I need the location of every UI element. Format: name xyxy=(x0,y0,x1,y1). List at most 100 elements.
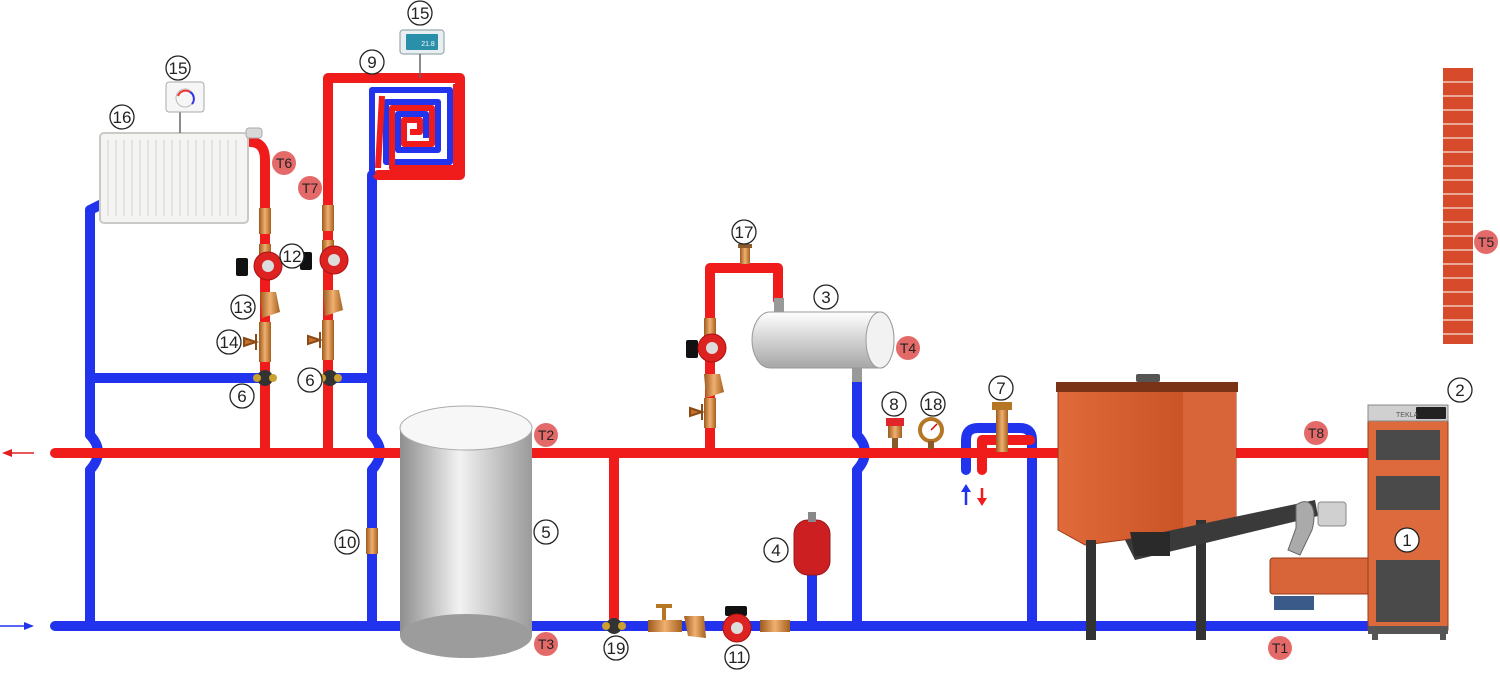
ball-valve-14[interactable] xyxy=(259,322,271,362)
callout-1: 1 xyxy=(1394,527,1420,553)
svg-text:7: 7 xyxy=(996,379,1005,398)
radiator-pump-group xyxy=(236,208,283,386)
air-vent-17[interactable] xyxy=(738,244,752,264)
sensor-t2: T2 xyxy=(534,423,558,447)
pressure-gauge-18[interactable] xyxy=(918,417,944,449)
svg-text:10: 10 xyxy=(338,533,357,552)
arrow-right-icon xyxy=(24,622,34,630)
sensor-t7: T7 xyxy=(298,176,322,200)
svg-text:12: 12 xyxy=(283,247,302,266)
arrow-left-icon xyxy=(2,449,12,457)
callout-12: 12 xyxy=(279,243,305,269)
sensor-t4: T4 xyxy=(896,336,920,360)
sensor-t8: T8 xyxy=(1304,421,1328,445)
underfloor-pump-group xyxy=(300,205,349,386)
callout-18: 18 xyxy=(920,391,946,417)
sensor-t5: T5 xyxy=(1474,230,1498,254)
boiler-1[interactable] xyxy=(1367,404,1449,640)
svg-text:14: 14 xyxy=(220,333,239,352)
arrow-down-icon xyxy=(977,498,987,506)
expansion-vessel-4[interactable] xyxy=(793,512,831,576)
radiator-supply-riser xyxy=(245,137,270,458)
callout-14: 14 xyxy=(216,329,242,355)
svg-text:9: 9 xyxy=(367,53,376,72)
flow-arrow-out xyxy=(2,449,34,457)
boiler-brand-label: TEKLA xyxy=(1396,412,1419,419)
svg-text:17: 17 xyxy=(735,223,754,242)
svg-text:1: 1 xyxy=(1402,531,1411,550)
mixing-valve-supply xyxy=(977,435,1035,475)
svg-text:18: 18 xyxy=(924,395,943,414)
svg-text:T5: T5 xyxy=(1478,234,1495,250)
svg-text:19: 19 xyxy=(607,639,626,658)
svg-text:T4: T4 xyxy=(900,340,917,356)
callout-5: 5 xyxy=(533,519,559,545)
radiator-return-riser xyxy=(85,200,105,631)
sensor-t1: T1 xyxy=(1268,636,1292,660)
strainer-13[interactable] xyxy=(260,292,280,318)
svg-text:6: 6 xyxy=(237,387,246,406)
burner[interactable] xyxy=(1269,557,1371,610)
callout-15a: 15 xyxy=(165,55,191,81)
svg-text:T2: T2 xyxy=(538,427,555,443)
pellet-hopper[interactable] xyxy=(1056,374,1238,640)
sensor-t3: T3 xyxy=(534,632,558,656)
callout-8: 8 xyxy=(881,391,907,417)
dhw-flow-arrows xyxy=(961,484,987,506)
callout-11: 11 xyxy=(724,644,750,670)
callout-4: 4 xyxy=(763,537,789,563)
boiler-controller-2[interactable]: TEKLA xyxy=(1396,407,1446,419)
return-strainer-10[interactable] xyxy=(366,528,378,554)
sensor-badges: T1 T2 T3 T4 T5 T6 T7 T8 xyxy=(272,151,1498,660)
check-valve-6b[interactable] xyxy=(322,370,338,386)
thermostatic-valve-7[interactable] xyxy=(992,402,1012,452)
svg-text:2: 2 xyxy=(1455,381,1464,400)
outdoor-wall xyxy=(1443,68,1473,344)
svg-text:16: 16 xyxy=(113,108,132,127)
pellet-auger xyxy=(1125,500,1347,560)
check-valve-19[interactable] xyxy=(606,618,622,634)
sensor-t6: T6 xyxy=(272,151,296,175)
callout-10: 10 xyxy=(334,529,360,555)
room-thermostat[interactable] xyxy=(165,81,205,113)
safety-valve-8[interactable] xyxy=(886,418,904,448)
callout-19: 19 xyxy=(603,635,629,661)
svg-text:15: 15 xyxy=(411,4,430,23)
svg-text:T7: T7 xyxy=(302,180,319,196)
check-valve-6a[interactable] xyxy=(257,370,273,386)
radiator[interactable] xyxy=(99,127,263,224)
buffer-tank[interactable] xyxy=(399,405,533,658)
dhw-pump-group xyxy=(686,318,727,428)
svg-text:6: 6 xyxy=(305,371,314,390)
svg-text:3: 3 xyxy=(821,288,830,307)
room-control-panel[interactable]: 21.8 xyxy=(399,29,445,55)
pump-motor xyxy=(236,258,248,276)
svg-text:T8: T8 xyxy=(1308,425,1325,441)
callout-17: 17 xyxy=(731,219,757,245)
arrow-up-icon xyxy=(961,484,971,492)
dhw-tank[interactable] xyxy=(751,298,895,382)
callout-16: 16 xyxy=(109,104,135,130)
svg-text:5: 5 xyxy=(541,523,550,542)
svg-text:13: 13 xyxy=(234,298,253,317)
underfloor-supply-riser xyxy=(323,73,465,458)
svg-text:8: 8 xyxy=(889,395,898,414)
callout-6a: 6 xyxy=(229,383,255,409)
svg-text:4: 4 xyxy=(771,541,780,560)
underfloor-coil xyxy=(369,84,459,175)
svg-text:15: 15 xyxy=(169,59,188,78)
callout-13: 13 xyxy=(230,294,256,320)
svg-text:T1: T1 xyxy=(1272,640,1289,656)
callout-2: 2 xyxy=(1447,377,1473,403)
callout-7: 7 xyxy=(988,375,1014,401)
room-panel-reading: 21.8 xyxy=(421,41,435,48)
svg-text:T6: T6 xyxy=(276,155,293,171)
return-pump-group xyxy=(602,604,790,643)
callout-3: 3 xyxy=(813,284,839,310)
pipe-fitting xyxy=(259,208,271,234)
callouts: 1 2 3 4 5 6 6 7 8 9 10 11 12 13 14 15 15… xyxy=(109,0,1473,670)
callout-9: 9 xyxy=(359,49,385,75)
svg-text:T3: T3 xyxy=(538,636,555,652)
